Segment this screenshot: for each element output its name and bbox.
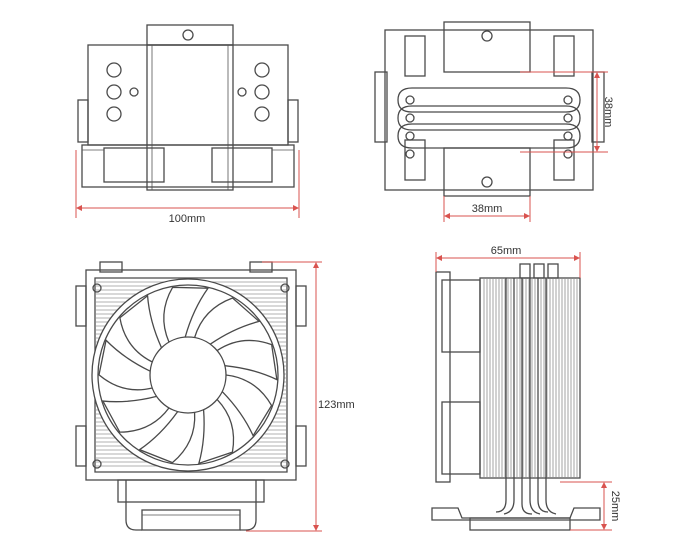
side-view-heatpipes — [495, 278, 557, 515]
fan-blade — [163, 286, 210, 343]
dimension-depth: 65mm — [435, 245, 581, 278]
top-view-pipe-holes-right — [237, 62, 270, 122]
fan-blade — [119, 294, 163, 363]
side-view-fan-clip-top — [441, 279, 481, 353]
fan-blade — [221, 374, 273, 438]
fan-blades — [98, 286, 278, 465]
base-label: 25mm — [609, 491, 621, 522]
front-view-base — [141, 509, 241, 531]
side-view-fins — [483, 279, 578, 477]
fan-blade — [197, 398, 235, 465]
front-view: 123mm — [75, 261, 355, 532]
pipe-view-frame — [384, 29, 594, 191]
dimension-width: 100mm — [75, 150, 300, 225]
fan-hub — [149, 336, 227, 414]
side-view: 65mm 25mm — [431, 245, 621, 531]
fan-blade — [216, 339, 278, 381]
pipe-height-label: 38mm — [602, 97, 614, 128]
pipe-view: 38mm 38mm — [374, 21, 614, 222]
heatpipes — [397, 87, 581, 159]
fan-blade — [101, 395, 170, 433]
dimension-height: 123mm — [246, 261, 355, 532]
dimension-pipe-width: 38mm — [443, 196, 531, 222]
top-view-mount-bracket — [146, 24, 234, 46]
top-view-frame — [87, 44, 289, 146]
dimension-pipe-height: 38mm — [520, 71, 614, 153]
fan-blade — [98, 338, 154, 391]
height-label: 123mm — [318, 399, 355, 411]
width-label: 100mm — [169, 213, 206, 225]
top-view: 100mm — [75, 24, 300, 225]
dimension-base: 25mm — [560, 481, 621, 531]
pipe-width-label: 38mm — [472, 203, 503, 215]
top-view-pipe-holes-left — [106, 62, 139, 122]
depth-label: 65mm — [491, 245, 522, 257]
side-view-base — [431, 507, 601, 521]
side-view-fan-clip-bottom — [441, 401, 481, 475]
fan-blade — [193, 297, 261, 345]
fan-blade — [138, 410, 196, 464]
